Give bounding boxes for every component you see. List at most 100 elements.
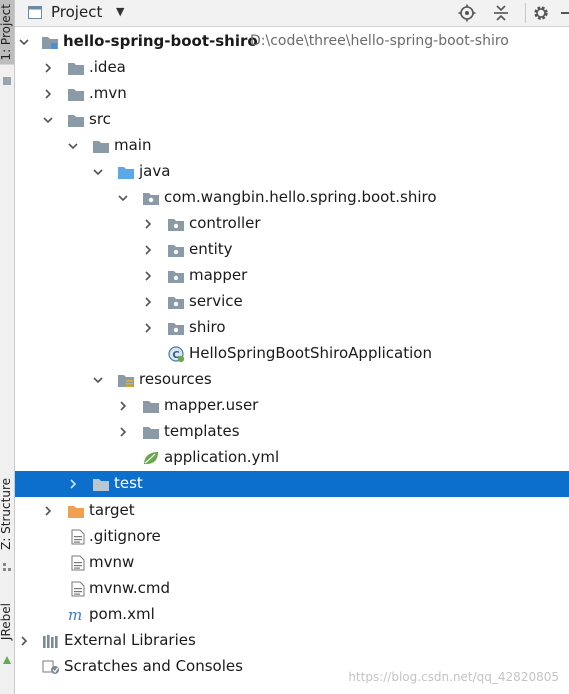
tree-node-java[interactable]: java (15, 159, 569, 185)
svg-text:m: m (68, 607, 82, 623)
folder-icon (143, 427, 159, 439)
tree-label-app-class: HelloSpringBootShiroApplication (189, 344, 432, 362)
tree-node-mvn[interactable]: .mvn (15, 81, 569, 107)
source-folder-icon (118, 167, 134, 179)
package-icon (168, 271, 184, 283)
collapse-all-icon[interactable] (492, 4, 510, 22)
toolbar-divider (525, 3, 526, 23)
tree-node-root[interactable]: hello-spring-boot-shiro D:\code\three\he… (15, 29, 569, 55)
module-folder-icon (42, 37, 58, 49)
project-view-icon (28, 6, 42, 19)
tree-node-entity[interactable]: entity (15, 237, 569, 263)
chevron-right-icon[interactable] (117, 426, 129, 438)
chevron-right-icon[interactable] (142, 218, 154, 230)
tree-node-app-class[interactable]: C HelloSpringBootShiroApplication (15, 341, 569, 367)
spring-config-icon (144, 452, 158, 464)
tree-label-java: java (139, 162, 171, 180)
chevron-right-icon[interactable] (142, 296, 154, 308)
chevron-down-icon[interactable] (67, 140, 79, 152)
tree-node-gitignore[interactable]: .gitignore (15, 524, 569, 550)
package-icon (143, 193, 159, 205)
chevron-right-icon[interactable] (142, 270, 154, 282)
tree-node-pom[interactable]: m pom.xml (15, 602, 569, 628)
chevron-down-icon[interactable] (42, 114, 54, 126)
chevron-down-icon[interactable] (117, 192, 129, 204)
tree-node-application-yml[interactable]: application.yml (15, 445, 569, 471)
tree-label-mvnw-cmd: mvnw.cmd (89, 579, 171, 597)
tree-label-resources: resources (139, 370, 212, 388)
view-dropdown-icon[interactable]: ▼ (116, 5, 125, 18)
tree-label-mvnw: mvnw (89, 553, 135, 571)
chevron-right-icon[interactable] (42, 62, 54, 74)
tree-label-test: test (114, 474, 143, 492)
jrebel-icon (3, 656, 11, 664)
spring-boot-class-icon: C (168, 346, 185, 362)
tree-label-shiro: shiro (189, 318, 226, 336)
chevron-right-icon[interactable] (117, 400, 129, 412)
folder-icon (68, 63, 84, 75)
svg-text:C: C (172, 350, 179, 361)
tree-node-mvnw[interactable]: mvnw (15, 550, 569, 576)
tree-node-idea[interactable]: .idea (15, 55, 569, 81)
chevron-right-icon[interactable] (67, 478, 79, 490)
tree-node-scratches[interactable]: Scratches and Consoles (15, 654, 569, 680)
tree-node-target[interactable]: target (15, 498, 569, 524)
tree-node-controller[interactable]: controller (15, 211, 569, 237)
tree-label-templates: templates (164, 422, 240, 440)
tree-node-mapper[interactable]: mapper (15, 263, 569, 289)
tree-label-gitignore: .gitignore (89, 527, 161, 545)
tool-window-strip: 1: Project Z: Structure JRebel (0, 0, 15, 694)
tree-label-idea: .idea (89, 58, 126, 76)
tree-node-shiro[interactable]: shiro (15, 315, 569, 341)
gear-icon[interactable] (532, 4, 550, 22)
scratches-icon (42, 660, 59, 674)
maven-icon: m (68, 607, 82, 623)
package-icon (168, 245, 184, 257)
chevron-right-icon[interactable] (142, 322, 154, 334)
tree-label-mapper: mapper (189, 266, 248, 284)
resources-folder-icon (118, 375, 134, 388)
tree-label-service: service (189, 292, 243, 310)
library-icon (43, 635, 58, 648)
folder-icon (68, 89, 84, 101)
tree-label-external-libraries: External Libraries (64, 631, 196, 649)
tree-node-package[interactable]: com.wangbin.hello.spring.boot.shiro (15, 185, 569, 211)
view-title[interactable]: Project (51, 3, 103, 21)
tree-label-package: com.wangbin.hello.spring.boot.shiro (164, 188, 437, 206)
tree-label-application-yml: application.yml (164, 448, 280, 466)
tree-node-resources[interactable]: resources (15, 367, 569, 393)
chevron-right-icon[interactable] (18, 635, 30, 647)
tree-node-templates[interactable]: templates (15, 419, 569, 445)
tree-root-path: D:\code\three\hello-spring-boot-shiro (250, 33, 509, 49)
tree-label-main: main (114, 136, 152, 154)
folder-icon (68, 115, 84, 127)
tree-node-src[interactable]: src (15, 107, 569, 133)
tree-node-service[interactable]: service (15, 289, 569, 315)
project-tool-tab[interactable]: 1: Project (0, 0, 14, 65)
chevron-down-icon[interactable] (92, 374, 104, 386)
folder-icon (143, 401, 159, 413)
tree-node-external-libraries[interactable]: External Libraries (15, 628, 569, 654)
tree-node-mapper-user[interactable]: mapper.user (15, 393, 569, 419)
structure-tool-tab[interactable]: Z: Structure (0, 478, 13, 550)
tree-node-test[interactable]: test (15, 471, 569, 497)
tree-label-pom: pom.xml (89, 605, 155, 623)
tree-node-mvnw-cmd[interactable]: mvnw.cmd (15, 576, 569, 602)
package-icon (168, 297, 184, 309)
chevron-right-icon[interactable] (142, 244, 154, 256)
jrebel-tool-tab[interactable]: JRebel (0, 603, 13, 641)
structure-tool-icon (3, 563, 11, 571)
chevron-down-icon[interactable] (18, 36, 30, 48)
tree-label-mvn: .mvn (89, 84, 127, 102)
chevron-right-icon[interactable] (42, 505, 54, 517)
package-icon (168, 219, 184, 231)
tree-label-src: src (89, 110, 111, 128)
chevron-down-icon[interactable] (92, 166, 104, 178)
minimize-icon[interactable] (560, 4, 569, 22)
text-file-icon (71, 529, 85, 545)
chevron-right-icon[interactable] (42, 88, 54, 100)
text-file-icon (71, 555, 85, 571)
locate-icon[interactable] (458, 4, 476, 22)
package-icon (168, 323, 184, 335)
tree-node-main[interactable]: main (15, 133, 569, 159)
